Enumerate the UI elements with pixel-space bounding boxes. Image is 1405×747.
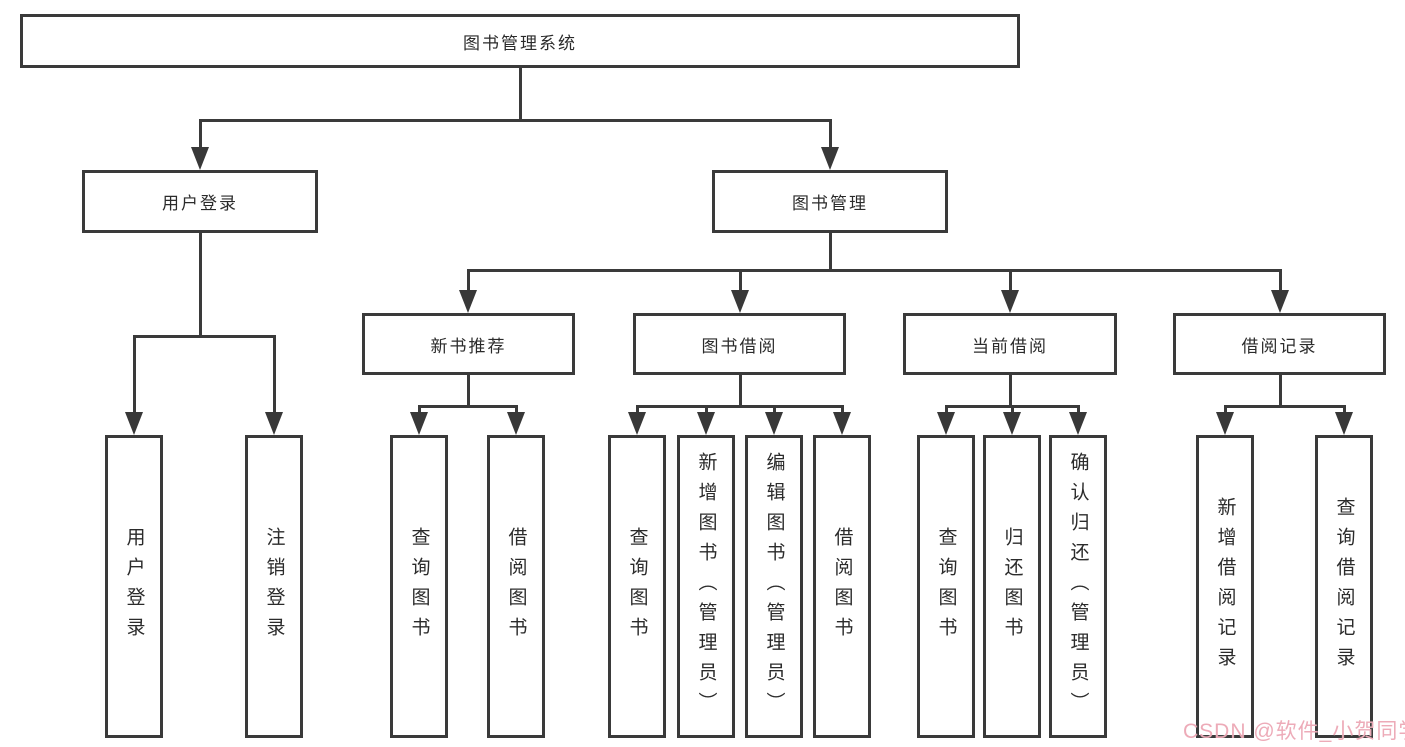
connector-bb-rail [635,405,844,408]
connector-drop-cb-query [944,407,948,414]
connector-drop-current-borrow [1008,270,1012,290]
connector-drop-rec-query [417,407,421,414]
node-book-management-label: 图书管理 [792,194,868,213]
arrowhead-current-borrow [1001,290,1019,313]
node-book-borrow-label: 图书借阅 [701,336,778,356]
arrowhead-leaf-user-login [125,412,143,435]
leaf-user-login-label: 用户登录 [123,526,145,647]
node-current-borrow-label: 当前借阅 [972,336,1048,356]
leaf-logout: 注销登录 [245,435,303,738]
arrowhead-bb-add [697,412,715,435]
leaf-cb-query-book: 查询图书 [917,435,975,738]
arrowhead-book-borrow [731,290,749,313]
node-user-login: 用户登录 [82,170,318,233]
connector-drop-bb-add [704,407,708,414]
leaf-br-add-record-label: 新增借阅记录 [1214,496,1236,677]
node-borrow-record-label: 借阅记录 [1241,336,1318,356]
arrowhead-bb-query [628,412,646,435]
leaf-br-add-record: 新增借阅记录 [1196,435,1254,738]
arrowhead-borrow-record [1271,290,1289,313]
connector-book-mgmt-rail [466,268,1282,272]
connector-drop-cb-return [1010,407,1014,414]
arrowhead-bb-borrow [833,412,851,435]
leaf-rec-borrow-book: 借阅图书 [487,435,545,738]
leaf-rec-query-book: 查询图书 [390,435,448,738]
leaf-rec-borrow-book-label: 借阅图书 [505,526,527,647]
node-borrow-record: 借阅记录 [1173,313,1386,375]
arrowhead-leaf-logout [265,412,283,435]
arrowhead-cb-confirm [1069,412,1087,435]
leaf-bb-add-book-label: 新增图书（管理员） [695,451,717,722]
connector-rec-rail [417,405,518,408]
arrowhead-new-book-recommend [459,290,477,313]
leaf-bb-query-book-label: 查询图书 [626,526,648,647]
leaf-cb-confirm-return: 确认归还（管理员） [1049,435,1107,738]
arrowhead-cb-query [937,412,955,435]
connector-drop-bb-edit [772,407,776,414]
leaf-user-login: 用户登录 [105,435,163,738]
connector-drop-borrow-record [1278,270,1282,290]
leaf-cb-return-book: 归还图书 [983,435,1041,738]
connector-drop-book-borrow [738,270,742,290]
node-new-book-recommend-label: 新书推荐 [430,336,507,356]
connector-drop-new-book-recommend [466,270,470,290]
node-new-book-recommend: 新书推荐 [362,313,575,375]
leaf-bb-add-book: 新增图书（管理员） [677,435,735,738]
node-user-login-label: 用户登录 [162,194,238,213]
node-root-label: 图书管理系统 [463,33,577,53]
arrowhead-cb-return [1003,412,1021,435]
leaf-cb-return-book-label: 归还图书 [1001,526,1023,647]
csdn-watermark: CSDN @软件_小贺同学 [1183,720,1405,743]
leaf-cb-confirm-return-label: 确认归还（管理员） [1067,451,1089,722]
arrowhead-bb-edit [765,412,783,435]
connector-drop-cb-confirm [1076,407,1080,414]
connector-drop-rec-borrow [514,407,518,414]
connector-drop-leaf-user-login [132,336,136,413]
arrowhead-br-add [1216,412,1234,435]
connector-bb-stem [738,375,742,406]
arrowhead-rec-borrow [507,412,525,435]
connector-drop-user-login [198,120,202,148]
leaf-br-query-record: 查询借阅记录 [1315,435,1373,738]
connector-user-login-stem [198,233,202,336]
connector-cb-stem [1008,375,1012,406]
arrowhead-br-query [1335,412,1353,435]
leaf-logout-label: 注销登录 [263,526,285,647]
arrowhead-user-login [191,147,209,170]
node-book-management: 图书管理 [712,170,948,233]
node-book-borrow: 图书借阅 [633,313,846,375]
connector-drop-bb-borrow [840,407,844,414]
connector-br-rail [1223,405,1346,408]
node-root: 图书管理系统 [20,14,1020,68]
connector-root-rail [198,118,832,122]
leaf-bb-borrow-book: 借阅图书 [813,435,871,738]
connector-drop-leaf-logout [272,336,276,413]
leaf-bb-borrow-book-label: 借阅图书 [831,526,853,647]
connector-drop-br-query [1342,407,1346,414]
connector-user-login-rail [132,334,276,338]
connector-root-stem [518,66,522,120]
arrowhead-rec-query [410,412,428,435]
leaf-bb-query-book: 查询图书 [608,435,666,738]
node-current-borrow: 当前借阅 [903,313,1117,375]
connector-cb-rail [944,405,1080,408]
connector-rec-stem [466,375,470,406]
leaf-br-query-record-label: 查询借阅记录 [1333,496,1355,677]
leaf-cb-query-book-label: 查询图书 [935,526,957,647]
connector-drop-book-management [828,120,832,148]
leaf-bb-edit-book: 编辑图书（管理员） [745,435,803,738]
arrowhead-book-management [821,147,839,170]
leaf-bb-edit-book-label: 编辑图书（管理员） [763,451,785,722]
connector-br-stem [1278,375,1282,406]
leaf-rec-query-book-label: 查询图书 [408,526,430,647]
connector-drop-br-add [1223,407,1227,414]
connector-book-mgmt-stem [828,233,832,270]
connector-drop-bb-query [635,407,639,414]
